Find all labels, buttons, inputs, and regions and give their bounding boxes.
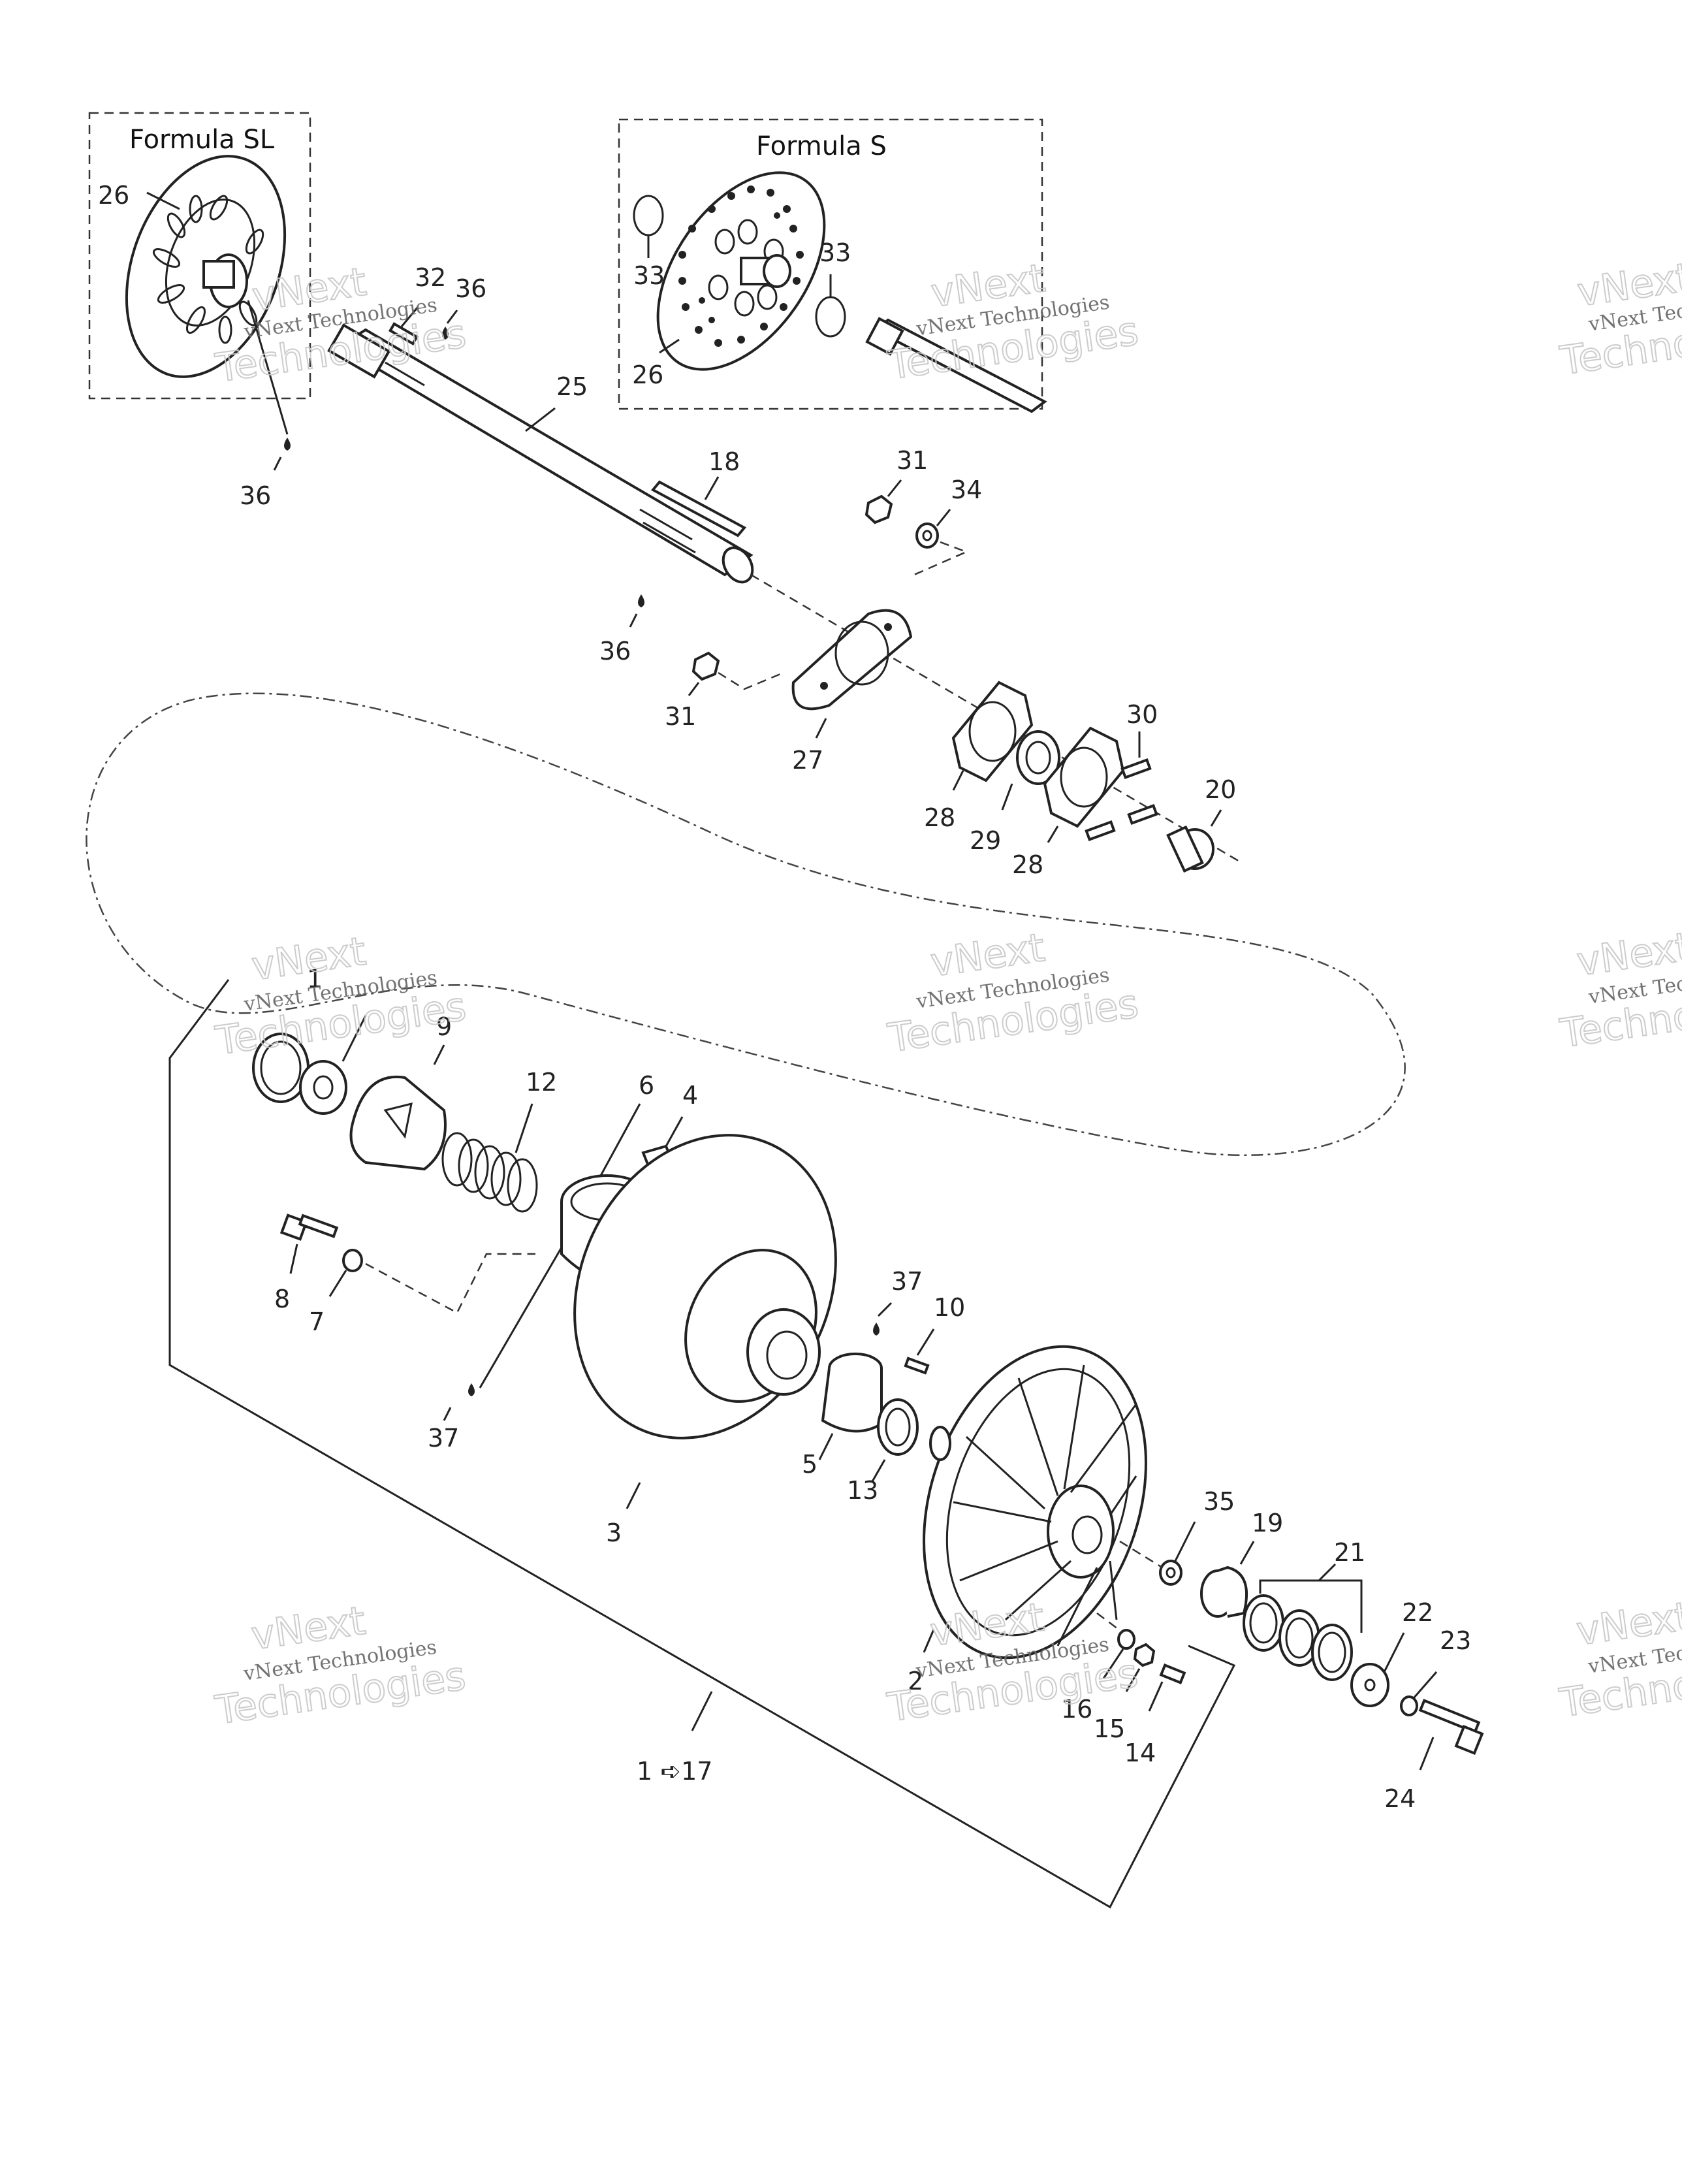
callout-36c: 36 [599, 637, 631, 666]
spring-12 [441, 1132, 538, 1213]
formula-s-box: Formula S 33 33 [618, 118, 1047, 413]
flange-28a [951, 681, 1034, 782]
cam-9 [349, 1075, 447, 1171]
callout-27: 27 [792, 746, 823, 775]
fixed-sheave-2 [923, 1345, 1147, 1660]
callout-33a: 33 [633, 261, 665, 290]
callout-9: 9 [436, 1012, 452, 1041]
callout-13: 13 [847, 1476, 878, 1505]
formula-s-title: Formula S [756, 131, 887, 161]
formula-sl-box: Formula SL 26 [88, 112, 311, 435]
assembly-bracket [168, 979, 1236, 1909]
callout-16: 16 [1061, 1695, 1092, 1724]
formula-sl-title: Formula SL [129, 125, 275, 155]
callout-6: 6 [639, 1071, 654, 1100]
callout-22: 22 [1402, 1598, 1433, 1627]
callout-26b: 26 [632, 361, 663, 389]
sliding-sheave-3 [573, 1134, 837, 1439]
brake-disc-sl [125, 155, 287, 378]
callout-20: 20 [1205, 775, 1236, 804]
bearing-plate-27 [791, 609, 913, 711]
callout-28a: 28 [924, 803, 955, 832]
callout-35: 35 [1203, 1487, 1235, 1516]
callout-34: 34 [951, 475, 982, 504]
callout-30: 30 [1126, 700, 1158, 729]
callout-10: 10 [934, 1293, 965, 1322]
brake-disc-s [656, 171, 826, 371]
callout-18: 18 [708, 447, 740, 476]
callout-21: 21 [1334, 1538, 1365, 1567]
range-label: 1 ➪17 [637, 1757, 712, 1786]
callout-36b: 36 [240, 481, 271, 510]
callout-19: 19 [1252, 1509, 1283, 1537]
callout-31b: 31 [665, 702, 696, 731]
callout-12: 12 [526, 1068, 557, 1097]
driven-shaft [327, 323, 754, 584]
callout-29: 29 [970, 826, 1001, 855]
callout-33b: 33 [819, 238, 851, 267]
callout-4: 4 [682, 1081, 698, 1110]
callout-15: 15 [1094, 1714, 1125, 1743]
callout-31a: 31 [897, 446, 928, 475]
callout-23: 23 [1440, 1626, 1471, 1655]
callout-7: 7 [309, 1308, 325, 1336]
drive-belt [86, 692, 1406, 1157]
callout-26a: 26 [98, 181, 129, 210]
callout-8: 8 [274, 1285, 290, 1313]
callout-32: 32 [415, 263, 446, 292]
callout-28b: 28 [1012, 850, 1043, 879]
callout-24: 24 [1384, 1784, 1416, 1813]
callout-3: 3 [606, 1518, 622, 1547]
callout-37b: 37 [891, 1267, 923, 1296]
callout-1: 1 [307, 965, 323, 993]
callout-5: 5 [802, 1450, 817, 1479]
callout-2: 2 [908, 1667, 923, 1695]
callout-37a: 37 [428, 1424, 459, 1453]
callout-14: 14 [1124, 1739, 1156, 1767]
callout-25: 25 [556, 372, 588, 401]
callout-36a: 36 [455, 274, 486, 303]
